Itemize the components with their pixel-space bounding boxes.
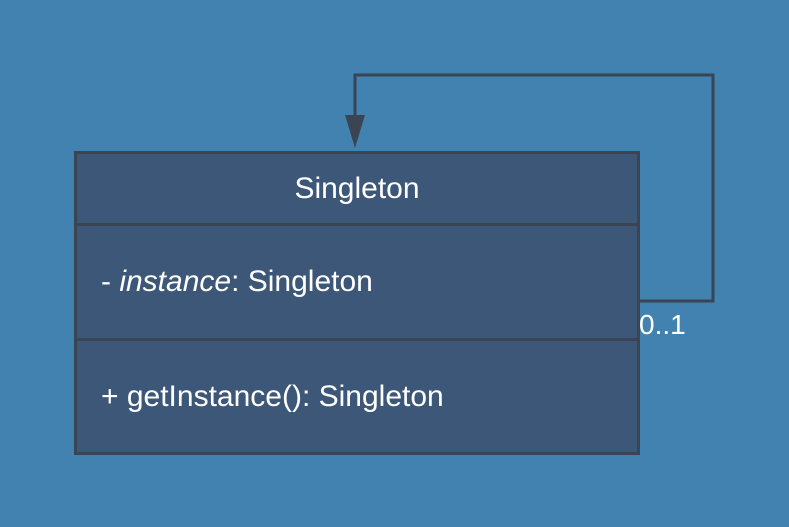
class-name: Singleton [294,171,420,205]
association-line [353,73,715,303]
attribute-name: instance [119,265,232,298]
attribute-instance: - instance: Singleton [101,267,373,297]
operation-compartment: + getInstance(): Singleton [77,341,637,452]
association-multiplicity: 0..1 [639,309,686,340]
singleton-class-box[interactable]: Singleton - instance: Singleton + getIns… [74,151,640,455]
attribute-type: : Singleton [231,265,373,298]
attribute-visibility: - [101,265,120,298]
operation-get-instance: + getInstance(): Singleton [101,379,444,413]
class-name-compartment: Singleton [77,154,637,226]
association-arrowhead [345,115,365,148]
attribute-compartment: - instance: Singleton [77,226,637,341]
